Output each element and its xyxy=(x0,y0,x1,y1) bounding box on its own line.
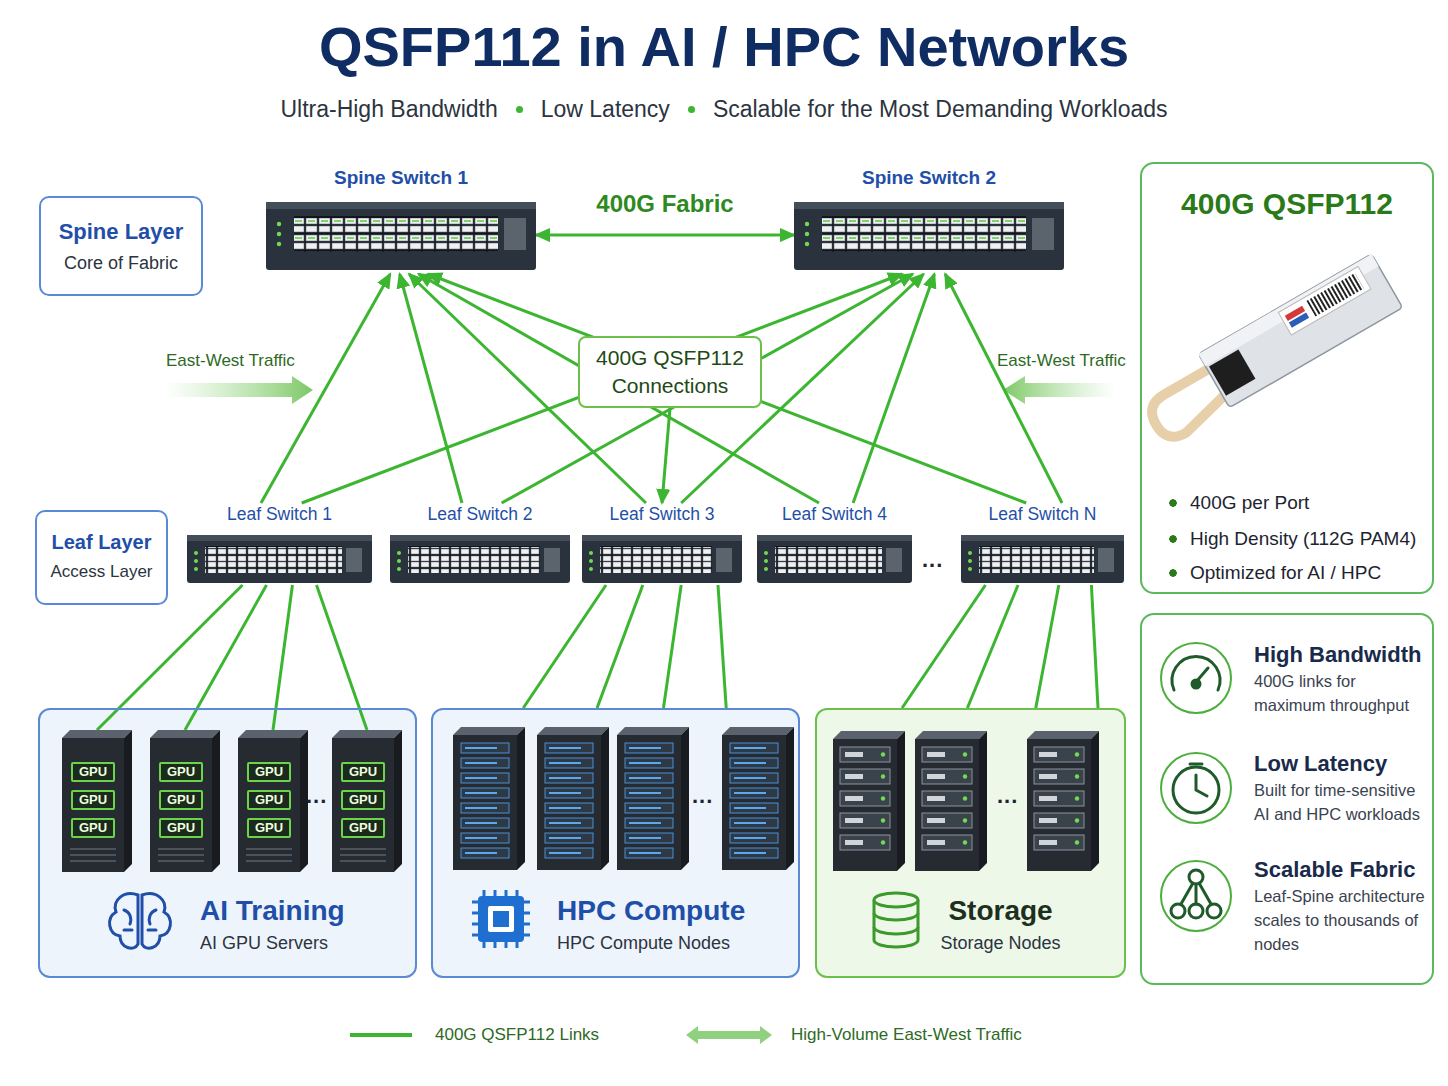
layer-subtitle: Access Layer xyxy=(37,561,166,582)
gpu-server: GPU GPU GPU xyxy=(238,730,308,872)
spine-switch: Spine Switch 2 xyxy=(794,166,1064,274)
link-line xyxy=(1036,585,1059,708)
edge-label: 400G Fabric xyxy=(590,189,739,219)
gpu-label: GPU xyxy=(159,790,203,810)
layer-title: Spine Layer xyxy=(41,218,201,246)
panel-heading: AI Training xyxy=(200,894,405,928)
gpu-label: GPU xyxy=(341,762,385,782)
panel-subheading: AI GPU Servers xyxy=(200,932,405,955)
link-line xyxy=(663,585,681,708)
bullet-item: High Density (112G PAM4) xyxy=(1168,526,1422,552)
layer-title: Leaf Layer xyxy=(37,530,166,555)
ellipsis: ... xyxy=(922,546,943,574)
gpu-label: GPU xyxy=(159,818,203,838)
feature-body: Leaf-Spine architecture scales to thousa… xyxy=(1254,884,1432,956)
switch-label: Leaf Switch 2 xyxy=(390,503,570,525)
ellipsis: ... xyxy=(692,782,713,810)
gpu-label: GPU xyxy=(341,790,385,810)
link-line xyxy=(419,274,819,503)
switch-label: Leaf Switch 3 xyxy=(582,503,742,525)
ellipsis: ... xyxy=(997,782,1018,810)
link-line xyxy=(967,585,1018,708)
subtitle: Low Latency xyxy=(541,94,670,124)
callout-box: 400G QSFP112 Connections xyxy=(578,336,762,408)
gpu-server: GPU GPU GPU xyxy=(150,730,220,872)
east-west-label: East-West Traffic xyxy=(997,350,1126,371)
panel-subheading: HPC Compute Nodes xyxy=(557,932,788,955)
panel-heading: HPC Compute xyxy=(557,894,788,928)
link-line xyxy=(502,274,913,503)
switch-label: Leaf Switch N xyxy=(961,503,1124,525)
leaf-switch: Leaf Switch 1 xyxy=(187,503,372,585)
switch-label: Spine Switch 1 xyxy=(266,166,536,190)
leaf-switch: Leaf Switch 2 xyxy=(390,503,570,585)
link-line xyxy=(400,274,462,503)
switch-label: Leaf Switch 1 xyxy=(187,503,372,525)
gpu-label: GPU xyxy=(247,790,291,810)
group-panel: HPC ComputeHPC Compute Nodes xyxy=(431,708,800,978)
gpu-label: GPU xyxy=(71,818,115,838)
feature-body: 400G links for maximum throughput xyxy=(1254,669,1426,717)
bullet-dot xyxy=(516,106,523,113)
panel-heading: 400G QSFP112 xyxy=(1168,184,1406,224)
bullet-dot xyxy=(688,106,695,113)
legend-text: 400G QSFP112 Links xyxy=(435,1023,599,1047)
subtitle: Scalable for the Most Demanding Workload… xyxy=(713,94,1168,124)
layer-box: Spine LayerCore of Fabric xyxy=(39,196,203,296)
gpu-label: GPU xyxy=(247,762,291,782)
legend-text: High-Volume East-West Traffic xyxy=(791,1023,1022,1047)
link-line xyxy=(718,585,726,708)
east-west-label: East-West Traffic xyxy=(166,350,295,371)
subtitle: Ultra-High Bandwidth xyxy=(280,94,497,124)
leaf-switch: Leaf Switch 3 xyxy=(582,503,742,585)
layer-subtitle: Core of Fabric xyxy=(41,252,201,275)
callout-text: 400G QSFP112 Connections xyxy=(584,344,756,400)
feature-heading: Scalable Fabric xyxy=(1254,856,1424,884)
feature-heading: High Bandwidth xyxy=(1254,641,1424,669)
link-line xyxy=(853,274,934,503)
link-line xyxy=(1091,585,1098,708)
gpu-label: GPU xyxy=(247,818,291,838)
panel-subheading: Storage Nodes xyxy=(917,932,1084,955)
link-line xyxy=(945,274,1062,503)
link-line xyxy=(523,585,606,708)
ellipsis: ... xyxy=(306,782,327,810)
bullet-item: 400G per Port xyxy=(1168,490,1422,516)
link-line xyxy=(662,408,670,503)
info-panel: 400G QSFP112 400G per PortHigh Density (1… xyxy=(1140,162,1434,594)
panel-heading: Storage xyxy=(917,894,1084,928)
legend-swatch xyxy=(686,1025,776,1045)
group-panel: AI TrainingAI GPU ServersGPUGPUGPUGPUGPU… xyxy=(38,708,417,978)
info-panel: High Bandwidth400G links for maximum thr… xyxy=(1140,613,1434,985)
feature-heading: Low Latency xyxy=(1254,750,1424,778)
legend-swatch xyxy=(350,1025,440,1045)
link-line xyxy=(302,274,902,503)
link-line xyxy=(597,585,643,708)
group-panel: StorageStorage Nodes xyxy=(815,708,1126,978)
leaf-switch: Leaf Switch 4 xyxy=(757,503,912,585)
gpu-server: GPU GPU GPU xyxy=(62,730,132,872)
leaf-switch: Leaf Switch N xyxy=(961,503,1124,585)
feature-body: Built for time-sensitive AI and HPC work… xyxy=(1254,778,1426,826)
link-line xyxy=(428,274,1026,503)
switch-label: Leaf Switch 4 xyxy=(757,503,912,525)
gpu-label: GPU xyxy=(159,762,203,782)
link-line xyxy=(902,585,985,708)
switch-label: Spine Switch 2 xyxy=(794,166,1064,190)
title: QSFP112 in AI / HPC Networks xyxy=(0,14,1448,80)
layer-box: Leaf LayerAccess Layer xyxy=(35,510,168,605)
spine-switch: Spine Switch 1 xyxy=(266,166,536,274)
gpu-label: GPU xyxy=(341,818,385,838)
gpu-label: GPU xyxy=(71,762,115,782)
gpu-label: GPU xyxy=(71,790,115,810)
link-line xyxy=(536,234,794,237)
bullet-item: Optimized for AI / HPC xyxy=(1168,560,1422,586)
link-line xyxy=(261,274,390,503)
gpu-server: GPU GPU GPU xyxy=(332,730,402,872)
